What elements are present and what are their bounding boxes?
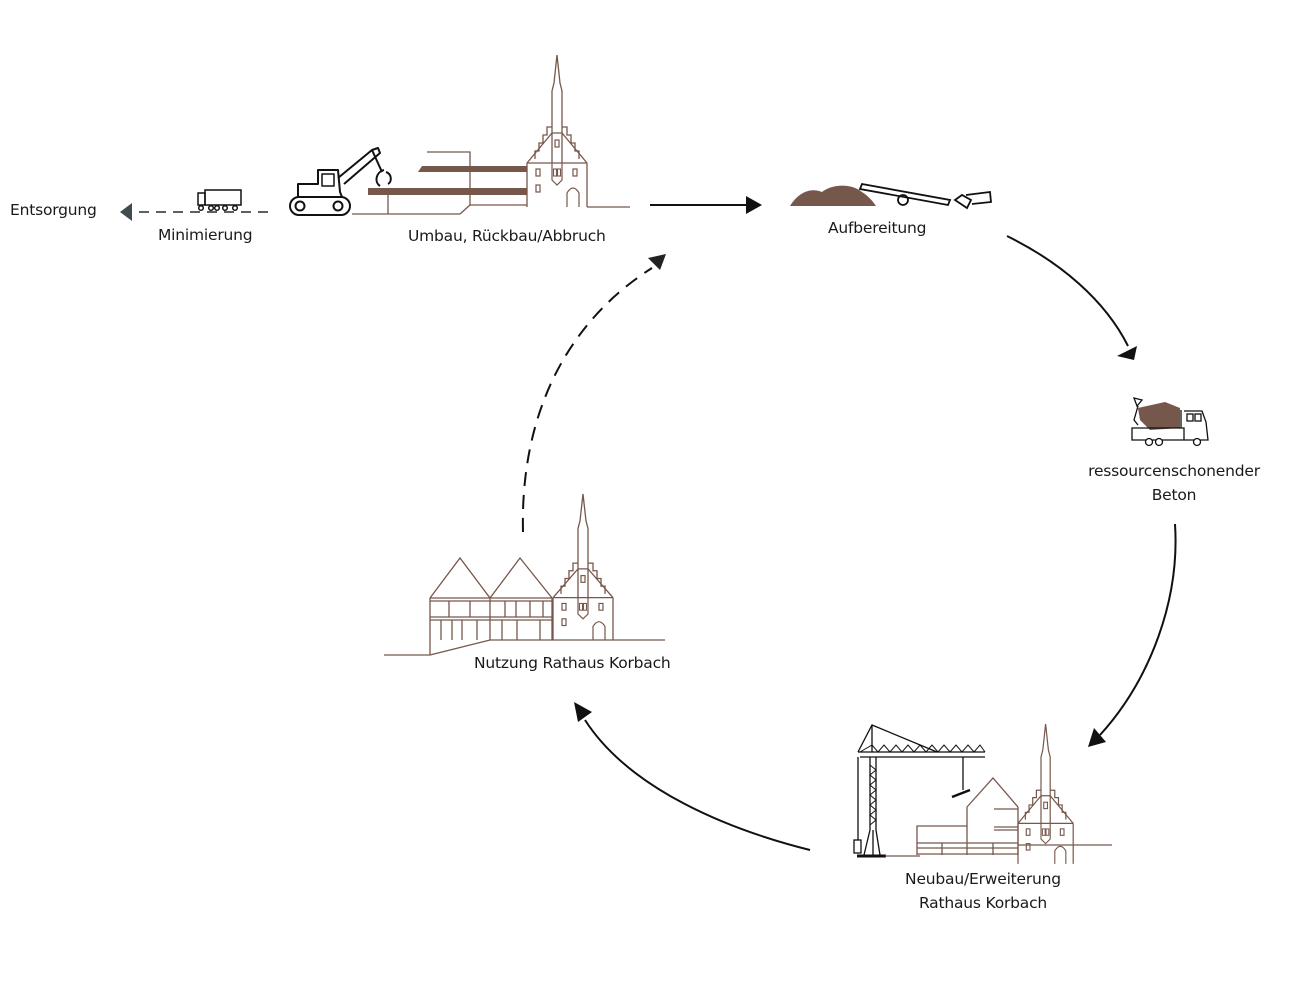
edge-usage-to-demolition xyxy=(521,254,666,533)
label-construction-line1: Neubau/Erweiterung xyxy=(905,870,1061,888)
concrete-mixer-truck-icon xyxy=(1131,397,1209,447)
label-processing: Aufbereitung xyxy=(828,219,927,237)
edge-concrete-to-construction xyxy=(1088,523,1177,747)
label-construction-line2: Rathaus Korbach xyxy=(918,894,1048,912)
truck-icon xyxy=(197,189,242,212)
extension-building xyxy=(916,777,1019,855)
label-concrete-line2: Beton xyxy=(1151,486,1197,504)
label-usage: Nutzung Rathaus Korbach xyxy=(474,654,671,672)
label-concrete: ressourcenschonender Beton xyxy=(1078,459,1270,507)
town-hall-extended-icon xyxy=(384,556,665,656)
label-minimization: Minimierung xyxy=(158,226,253,244)
edge-construction-to-usage xyxy=(574,702,811,851)
tower-crane-icon xyxy=(853,724,986,858)
town-hall-icon xyxy=(526,54,588,208)
processing-illustration xyxy=(790,182,992,210)
arrowhead-left-icon xyxy=(120,203,132,221)
edge-demolition-to-disposal xyxy=(120,203,268,221)
rubble-pile-icon xyxy=(790,185,876,206)
label-concrete-line1: ressourcenschonender xyxy=(1088,462,1260,480)
usage-illustration xyxy=(384,493,665,656)
floor-slabs xyxy=(352,151,527,215)
excavator-track xyxy=(289,196,351,216)
town-hall-icon xyxy=(1017,723,1074,865)
edge-processing-to-concrete xyxy=(1006,235,1137,360)
demolition-illustration xyxy=(289,54,630,216)
conveyor-icon xyxy=(858,182,992,210)
town-hall-icon xyxy=(552,493,614,641)
edge-demolition-to-processing xyxy=(650,196,762,214)
label-demolition: Umbau, Rückbau/Abbruch xyxy=(408,227,606,245)
construction-illustration xyxy=(853,723,1112,865)
excavator-icon xyxy=(289,147,392,216)
label-disposal: Entsorgung xyxy=(10,201,97,219)
label-construction: Neubau/Erweiterung Rathaus Korbach xyxy=(880,867,1086,915)
